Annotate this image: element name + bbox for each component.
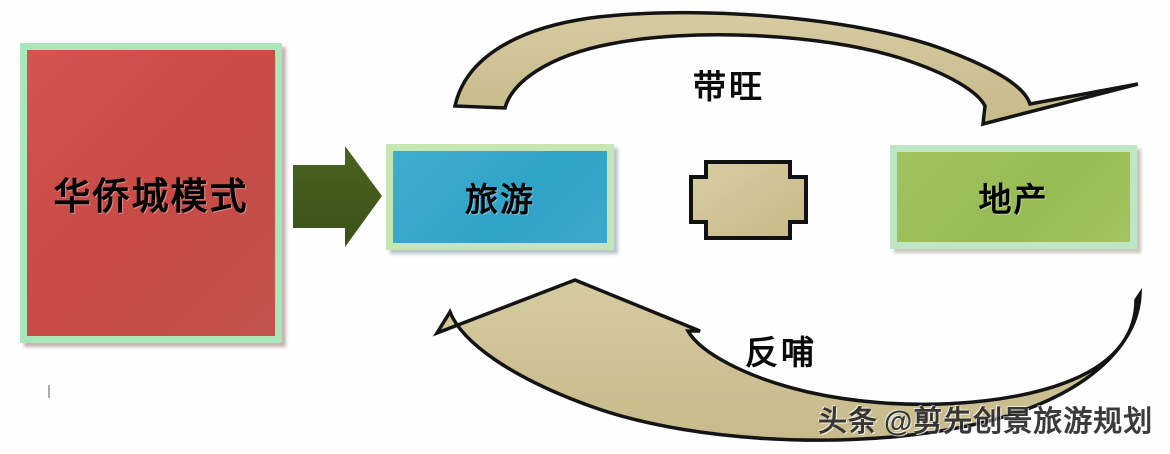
top-arc-shape: [452, 10, 1139, 127]
watermark-brand: 头条: [818, 406, 879, 438]
center-cross-icon: [689, 160, 808, 240]
node-huaqiaocheng-model[interactable]: 华侨城模式: [20, 43, 282, 343]
node-label-real-estate: 地产: [978, 181, 1049, 218]
node-label-model: 华侨城模式: [53, 176, 249, 217]
stray-tick-mark: [48, 385, 50, 398]
connector-straight-arrow: [293, 146, 382, 247]
connector-label-top-arc: 带旺: [693, 68, 765, 105]
connector-bottom-arc: [432, 278, 1143, 442]
bottom-arc-shape: [432, 278, 1143, 442]
straight-arrow-shape: [293, 146, 382, 247]
node-label-tourism: 旅游: [465, 181, 535, 218]
watermark-handle: @剪先创景旅游规划: [884, 406, 1154, 438]
connector-label-bottom-arc: 反哺: [745, 334, 817, 371]
connector-top-arc: [452, 10, 1139, 127]
center-cross-shape: [689, 160, 808, 240]
node-tourism[interactable]: 旅游: [386, 144, 614, 250]
node-real-estate[interactable]: 地产: [890, 145, 1137, 249]
watermark: 头条@剪先创景旅游规划: [818, 398, 1153, 440]
